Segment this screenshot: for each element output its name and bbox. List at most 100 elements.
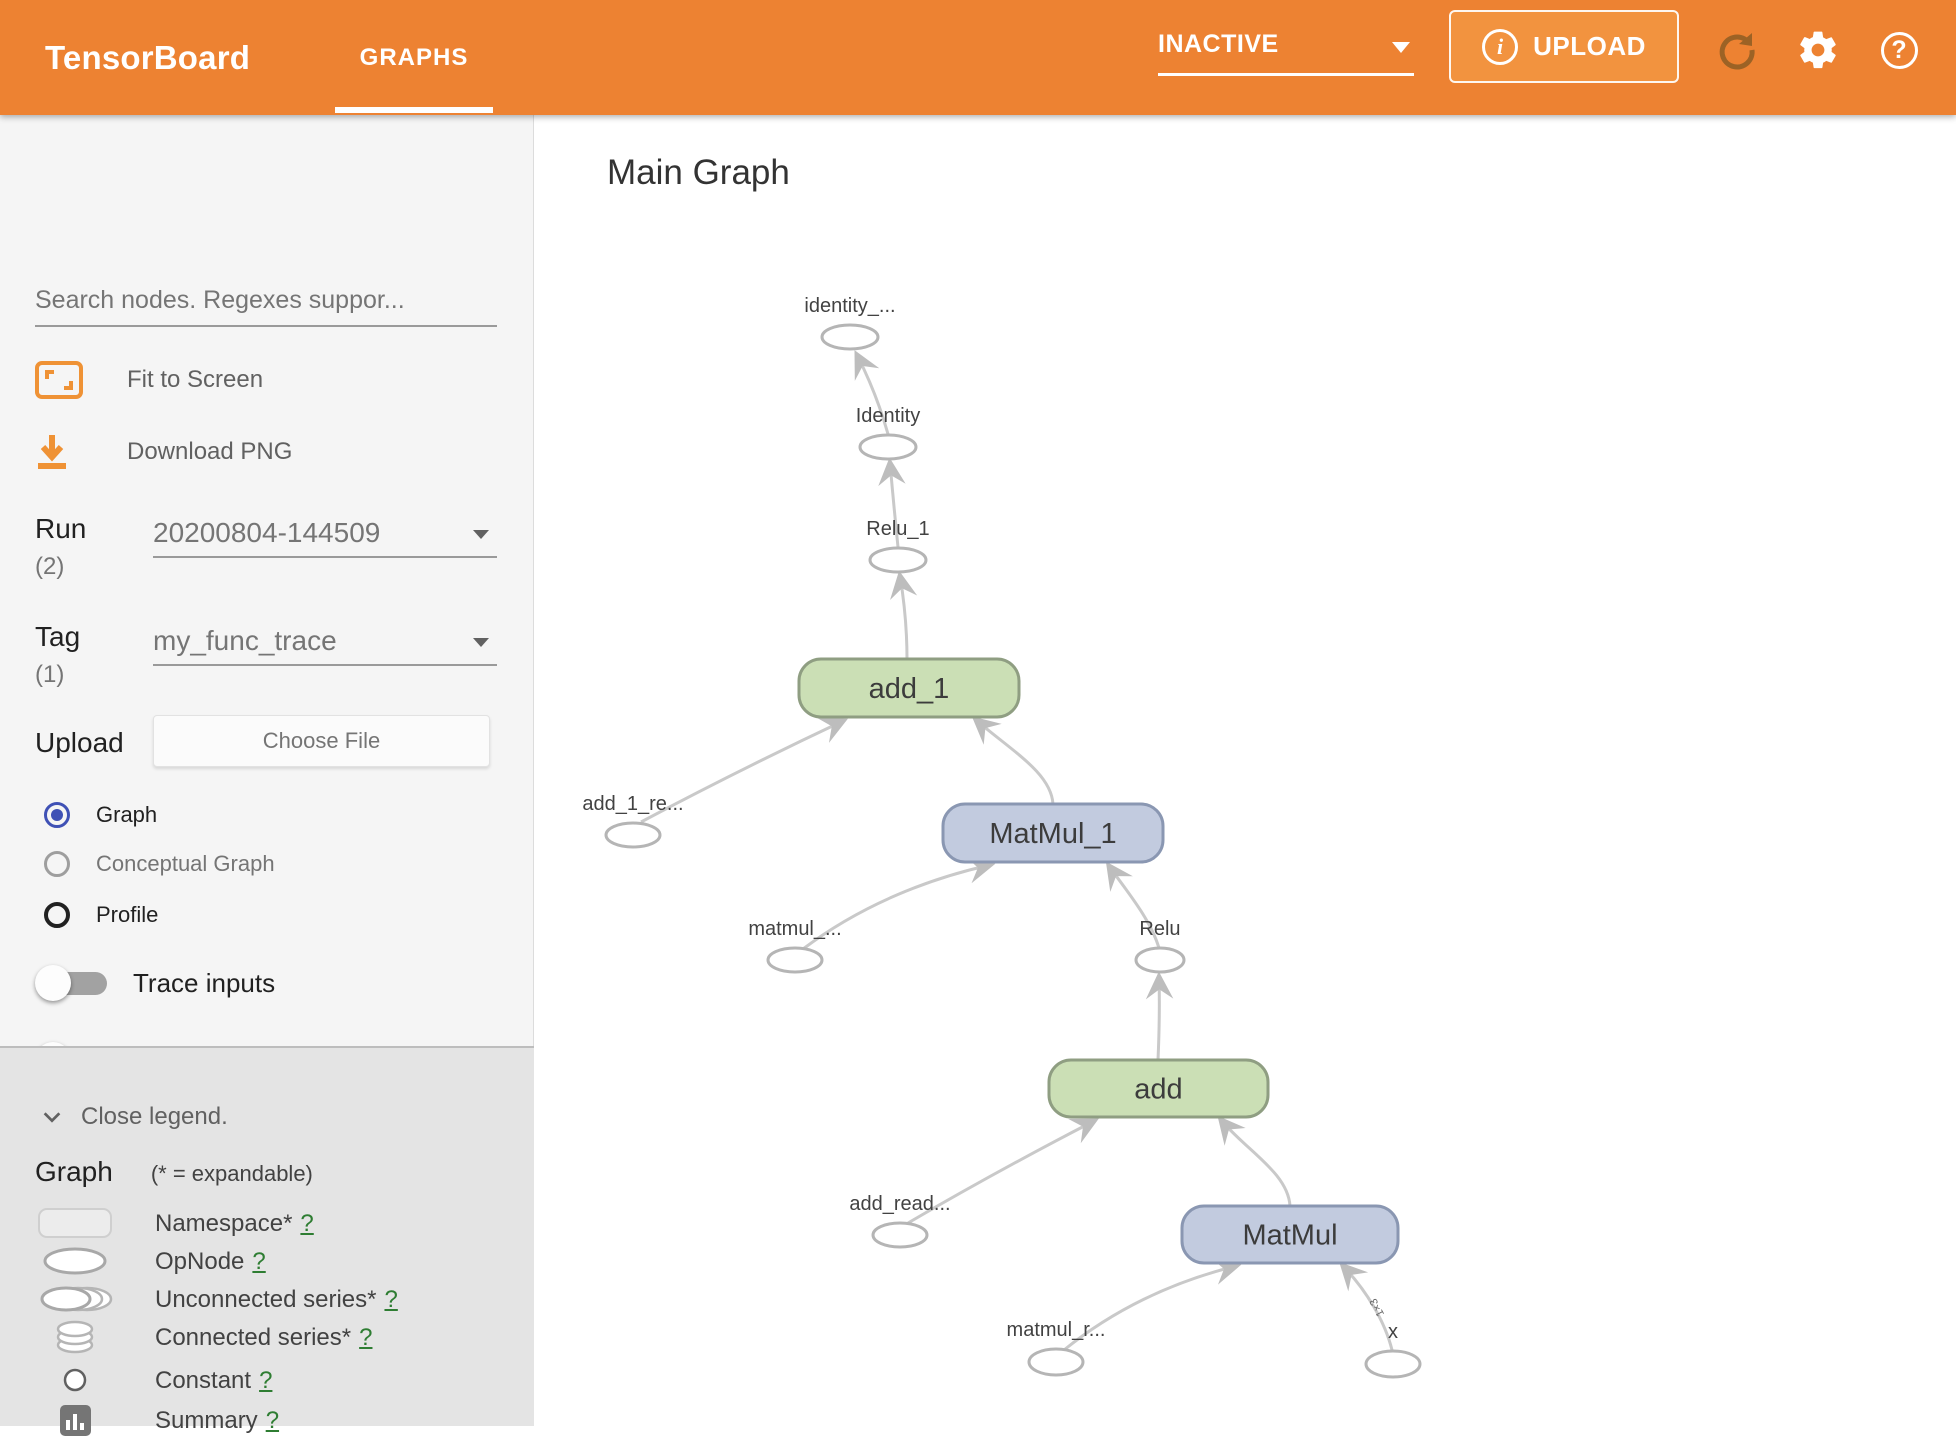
- legend-subtitle: (* = expandable): [150, 1161, 313, 1186]
- graph-node-add_read[interactable]: add_read...: [849, 1193, 951, 1249]
- graph-edge: [907, 1118, 1099, 1225]
- settings-button[interactable]: [1795, 27, 1841, 73]
- svg-text:MatMul_1: MatMul_1: [989, 818, 1116, 850]
- graph-edge: [1217, 1115, 1292, 1207]
- legend-item-constant: Constant?: [0, 1360, 534, 1400]
- legend-title: Graph: [35, 1156, 113, 1187]
- graph-edge: [890, 570, 918, 660]
- graph-node-matmul_[interactable]: matmul_...: [748, 918, 842, 974]
- download-png-button[interactable]: Download PNG: [35, 433, 292, 471]
- svg-text:add: add: [1134, 1074, 1182, 1106]
- status-dropdown[interactable]: INACTIVE: [1158, 26, 1414, 76]
- graph-edge: [1339, 1262, 1394, 1351]
- app-logo: TensorBoard: [45, 38, 251, 76]
- svg-text:add_read...: add_read...: [849, 1193, 950, 1215]
- graph-edge: [1063, 1258, 1242, 1352]
- view-option-conceptual-graph[interactable]: Conceptual Graph: [44, 851, 275, 877]
- graph-node-MatMul_1[interactable]: MatMul_1: [941, 802, 1165, 864]
- graph-node-add_1[interactable]: add_1: [797, 657, 1021, 719]
- graph-node-MatMul[interactable]: MatMul: [1180, 1204, 1400, 1265]
- help-link[interactable]: ?: [359, 1324, 373, 1351]
- svg-text:matmul_r...: matmul_r...: [1007, 1319, 1106, 1341]
- tag-select[interactable]: my_func_trace: [153, 622, 497, 666]
- radio-unselected-icon: [44, 851, 70, 877]
- help-link[interactable]: ?: [300, 1210, 314, 1237]
- svg-text:Relu: Relu: [1139, 918, 1180, 940]
- summary-icon: [35, 1400, 115, 1440]
- constant-icon: [35, 1360, 115, 1400]
- graph-node-Identity[interactable]: Identity: [856, 405, 920, 461]
- close-legend-button[interactable]: Close legend.: [41, 1103, 228, 1131]
- fit-to-screen-icon: [35, 361, 83, 399]
- tab-graphs[interactable]: GRAPHS: [359, 43, 469, 71]
- help-link[interactable]: ?: [259, 1367, 273, 1394]
- graph-edges: 1×3: [640, 350, 1394, 1352]
- graph-node-identity_out[interactable]: identity_...: [804, 295, 896, 351]
- graph-node-Relu[interactable]: Relu: [1134, 918, 1186, 974]
- legend-item-label: OpNode: [155, 1248, 245, 1275]
- svg-text:matmul_...: matmul_...: [748, 918, 841, 940]
- graph-node-x[interactable]: x: [1364, 1321, 1422, 1379]
- help-link[interactable]: ?: [252, 1248, 266, 1275]
- graph-node-Relu_1[interactable]: Relu_1: [866, 518, 930, 574]
- graph-edge: [802, 856, 996, 951]
- fit-to-screen-label: Fit to Screen: [127, 366, 264, 393]
- graph-edge: [1105, 861, 1161, 949]
- upload-button[interactable]: i UPLOAD: [1449, 10, 1679, 83]
- status-value: INACTIVE: [1158, 30, 1279, 58]
- tag-value: my_func_trace: [153, 625, 337, 656]
- chevron-down-icon: [1392, 42, 1410, 53]
- upload-button-label: UPLOAD: [1533, 31, 1646, 61]
- graph-node-add_1_re[interactable]: add_1_re...: [582, 793, 684, 849]
- gear-icon: [1800, 31, 1836, 69]
- refresh-button[interactable]: [1714, 27, 1760, 73]
- chevron-down-icon: [473, 530, 489, 539]
- view-option-label: Graph: [96, 802, 158, 827]
- trace-inputs-toggle[interactable]: Trace inputs: [35, 963, 275, 1003]
- svg-text:MatMul: MatMul: [1242, 1220, 1337, 1252]
- choose-file-button[interactable]: Choose File: [153, 715, 490, 767]
- svg-text:add_1: add_1: [869, 673, 950, 705]
- svg-text:x: x: [1388, 1321, 1398, 1343]
- fit-to-screen-button[interactable]: Fit to Screen: [35, 361, 263, 399]
- svg-text:identity_...: identity_...: [804, 295, 895, 317]
- view-option-graph[interactable]: Graph: [44, 802, 157, 828]
- upload-label: Upload: [35, 727, 124, 758]
- legend-item-label: Connected series*: [155, 1324, 352, 1351]
- svg-text:Relu_1: Relu_1: [866, 518, 929, 540]
- refresh-icon: [1719, 33, 1755, 70]
- info-icon: i: [1482, 28, 1519, 65]
- run-count: (2): [35, 553, 65, 580]
- legend-item-connected-series: Connected series*?: [0, 1317, 534, 1357]
- radio-selected-icon: [44, 802, 70, 828]
- graph-edge: [878, 457, 906, 548]
- tag-label: Tag: [35, 621, 81, 652]
- download-icon: [38, 435, 66, 469]
- app-header: TensorBoard GRAPHS INACTIVE i UPLOAD ?: [0, 0, 1956, 115]
- graph-edge: [640, 717, 848, 824]
- legend-item-summary: Summary?: [0, 1400, 534, 1440]
- unconnected-series-icon: [35, 1279, 115, 1319]
- help-link[interactable]: ?: [384, 1286, 398, 1313]
- opnode-icon: [35, 1241, 115, 1281]
- help-link[interactable]: ?: [265, 1407, 280, 1434]
- graph-node-matmul_r[interactable]: matmul_r...: [1007, 1319, 1106, 1377]
- close-legend-label: Close legend.: [81, 1103, 228, 1130]
- graph-node-add[interactable]: add: [1047, 1058, 1270, 1119]
- legend-panel: Close legend. Graph (* = expandable) Nam…: [0, 1046, 534, 1436]
- chevron-down-icon: [473, 638, 489, 647]
- help-button[interactable]: ?: [1876, 27, 1922, 73]
- namespace-icon: [35, 1203, 115, 1243]
- view-option-label: Conceptual Graph: [96, 851, 275, 876]
- svg-text:Identity: Identity: [856, 405, 920, 427]
- search-input[interactable]: [35, 275, 497, 327]
- run-select[interactable]: 20200804-144509: [153, 514, 497, 558]
- sidebar: Fit to Screen Download PNG Run (2) 20200…: [0, 115, 534, 1436]
- page-title: Main Graph: [607, 153, 790, 192]
- view-option-profile[interactable]: Profile: [44, 902, 158, 928]
- legend-item-unconnected-series: Unconnected series*?: [0, 1279, 534, 1319]
- graph-edge: [854, 350, 890, 435]
